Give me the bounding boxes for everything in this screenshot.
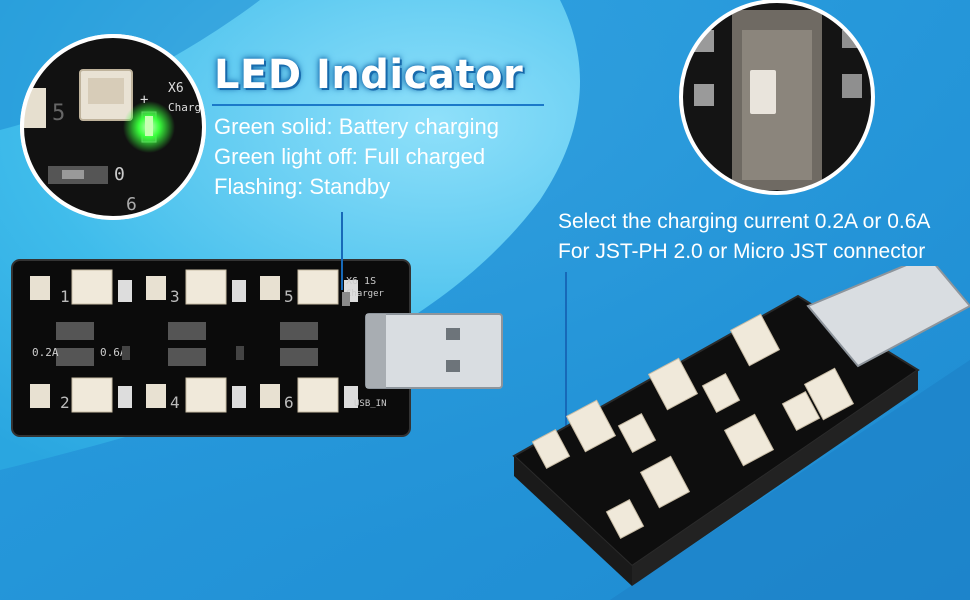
board-sublabel: Charger [346,289,385,299]
port-number-2: 2 [60,393,70,412]
svg-text:5: 5 [52,101,65,126]
board-label: X6 1S [346,276,376,287]
svg-text:6: 6 [126,194,137,215]
svg-text:X6: X6 [168,81,184,96]
usb-plug [365,313,503,389]
usb-in-label: USB_IN [354,399,387,409]
current-high-label: 0.6A [100,346,127,359]
charger-board-flat: 1 3 5 2 4 6 0.2A 0.6A X6 1S Charger USB_… [11,259,503,437]
title-divider [212,104,544,106]
connector-type-line: For JST-PH 2.0 or Micro JST connector [558,240,926,263]
current-switches [56,322,318,366]
svg-text:+: + [140,92,148,108]
svg-text:0: 0 [114,164,125,185]
charger-board-angled [512,266,970,586]
port-number-6: 6 [284,393,294,412]
led-line-charging: Green solid: Battery charging [214,114,499,139]
top-connector-row [30,269,358,305]
current-low-label: 0.2A [32,346,59,359]
led-line-standby: Flashing: Standby [214,174,391,199]
led-line-full: Green light off: Full charged [214,144,486,169]
svg-text:Charg: Charg [168,101,201,114]
led-indicator-title: LED Indicator [214,52,524,98]
switch-zoom-circle [679,0,875,195]
usb-plug-angled [806,266,970,368]
led-zoom-circle: 5 + X6 Charg 0 6 [20,34,206,220]
port-number-5: 5 [284,287,294,306]
bottom-connector-row [30,377,358,413]
callout-line-led [341,212,343,290]
port-number-4: 4 [170,393,180,412]
select-current-line: Select the charging current 0.2A or 0.6A [558,210,931,233]
port-number-3: 3 [170,287,180,306]
port-number-1: 1 [60,287,70,306]
